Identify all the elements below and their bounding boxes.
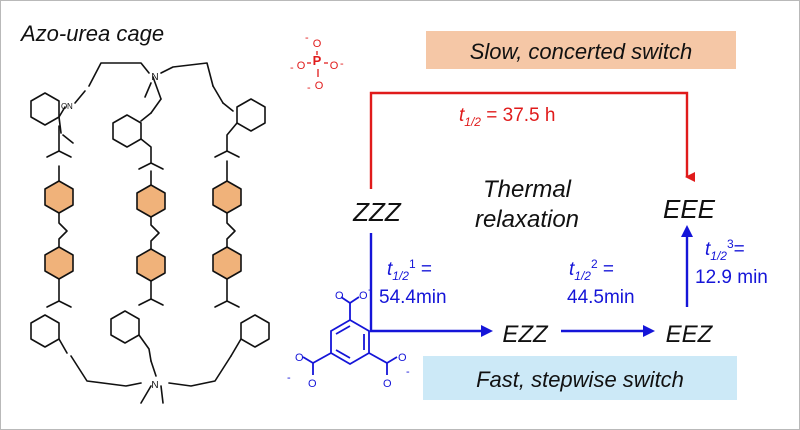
direct-value: 37.5 h — [503, 105, 556, 126]
t-symbol: t — [459, 105, 465, 126]
arrow-zzz-to-ezz — [369, 233, 483, 333]
top-tren-bridgehead: N — [88, 62, 214, 100]
phosphate-o-top: O — [313, 38, 322, 50]
azo-ring-orange — [44, 246, 74, 280]
phosphate-minus-top: - — [305, 32, 309, 44]
cage-strand-right — [212, 85, 270, 357]
phosphate-minus-left: - — [290, 62, 294, 74]
aryl-ring — [30, 92, 60, 126]
btc-o: O — [383, 378, 392, 390]
phosphate-minus-bottom: - — [307, 82, 311, 94]
thermal-label: Thermal — [483, 176, 572, 203]
btc-minus: - — [287, 372, 291, 384]
azo-urea-cage-structure: N N N O — [30, 62, 270, 404]
t-eq: = — [481, 105, 503, 126]
slow-switch-label: Slow, concerted switch — [470, 39, 693, 64]
aryl-ring — [240, 314, 270, 348]
azo-ring-orange — [212, 246, 242, 280]
aryl-ring — [30, 314, 60, 348]
bottom-bridgehead-n: N — [151, 380, 158, 391]
aryl-ring — [112, 114, 142, 148]
phosphate-p: P — [313, 53, 322, 68]
relaxation-label: relaxation — [475, 206, 579, 233]
top-bridgehead-n: N — [151, 72, 158, 83]
azo-ring-orange — [136, 248, 166, 282]
t-sub: 1/2 — [464, 115, 481, 129]
fast-switch-box — [423, 356, 737, 400]
arrowhead-to-eez — [643, 325, 655, 337]
btc-o: O — [398, 352, 407, 364]
aryl-ring — [110, 310, 140, 344]
stepwise-arrowheads — [481, 225, 693, 337]
arrowhead-to-ezz — [481, 325, 493, 337]
atom-o: O — [61, 102, 67, 111]
cage-strand-middle — [110, 98, 166, 362]
azo-ring-orange — [136, 184, 166, 218]
benzene-tricarboxylate-ion: O O - O O - O O - — [287, 284, 410, 390]
state-zzz: ZZZ — [352, 197, 402, 227]
stepwise-arrows — [369, 233, 689, 333]
btc-o: O — [359, 290, 368, 302]
step2-value: 44.5min — [567, 287, 635, 308]
step1-value: 54.4min — [379, 287, 447, 308]
btc-o: O — [295, 352, 304, 364]
direct-half-life: t1/2 = 37.5 h — [459, 105, 555, 129]
azo-ring-orange — [44, 180, 74, 214]
slow-switch-box — [426, 31, 736, 69]
bottom-tren-bridgehead: N — [70, 355, 232, 404]
phosphate-minus-right: - — [340, 58, 344, 70]
btc-minus: - — [406, 366, 410, 378]
state-ezz: EZZ — [502, 321, 549, 348]
state-eez: EEZ — [666, 321, 714, 348]
step3-half-life: t1/23= — [705, 237, 745, 263]
cage-strand-left: N O — [30, 90, 86, 354]
state-eee: EEE — [663, 194, 716, 224]
cage-title: Azo-urea cage — [19, 21, 164, 46]
direct-pathway-arrow — [369, 91, 695, 189]
atom-nh: N — [67, 102, 73, 111]
phosphate-o-bottom: O — [315, 80, 324, 92]
step1-half-life: t1/21 = — [387, 257, 432, 283]
step3-value: 12.9 min — [695, 267, 768, 288]
arrowhead-to-eee — [681, 225, 693, 237]
fast-switch-label: Fast, stepwise switch — [476, 367, 684, 392]
azo-ring-orange — [212, 180, 242, 214]
btc-o: O — [335, 290, 344, 302]
phosphate-ion: P O - O - O - O - — [290, 32, 344, 94]
phosphate-o-left: O — [297, 60, 306, 72]
aryl-ring — [236, 98, 266, 132]
btc-o: O — [308, 378, 317, 390]
phosphate-o-right: O — [330, 60, 339, 72]
step2-half-life: t1/22 = — [569, 257, 614, 283]
